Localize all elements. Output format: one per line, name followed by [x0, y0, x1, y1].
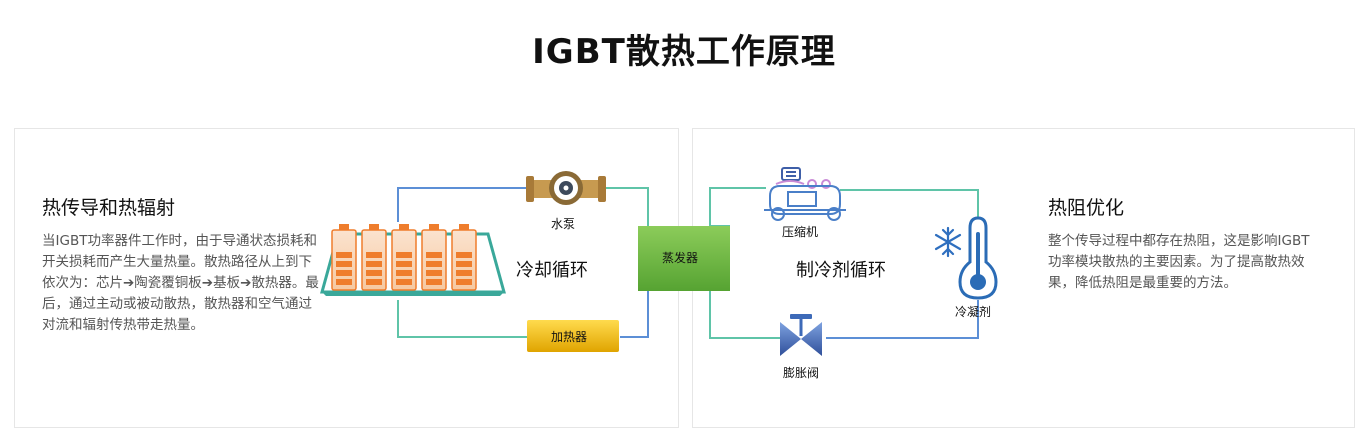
left-section-description: 当IGBT功率器件工作时，由于导通状态损耗和开关损耗而产生大量热量。散热路径从上… — [42, 233, 319, 333]
right-section-title: 热阻优化 — [1048, 197, 1125, 219]
left-section-title: 热传导和热辐射 — [42, 197, 176, 219]
evaporator-icon — [638, 226, 730, 291]
right-section-description: 整个传导过程中都存在热阻，这是影响IGBT功率模块散热的主要因素。为了提高散热效… — [1048, 233, 1310, 291]
battery-cell-icon — [331, 224, 357, 291]
battery-pack-icon — [320, 224, 506, 296]
cooling-loop-label: 冷却循环 — [516, 260, 588, 281]
page-title: IGBT散热工作原理 — [532, 32, 836, 72]
heater-icon — [527, 320, 619, 352]
battery-cell-icon — [391, 224, 417, 291]
heater-label: 加热器 — [551, 330, 588, 344]
right-panel — [692, 128, 1355, 428]
thermometer-icon — [958, 216, 998, 300]
battery-cell-icon — [421, 224, 447, 291]
expansion-valve-icon — [780, 314, 822, 356]
cooling-loop-pipes — [397, 187, 649, 338]
valve-label: 膨胀阀 — [783, 366, 820, 380]
battery-cell-icon — [451, 224, 477, 291]
snowflake-icon — [934, 226, 962, 258]
condenser-label: 冷凝剂 — [955, 305, 992, 319]
compressor-icon — [764, 167, 846, 221]
compressor-label: 压缩机 — [782, 225, 819, 239]
water-pump-icon — [526, 171, 606, 205]
battery-cell-icon — [361, 224, 387, 291]
evaporator-label: 蒸发器 — [662, 251, 699, 265]
water-pump-label: 水泵 — [551, 217, 576, 231]
refrigerant-loop-label: 制冷剂循环 — [796, 260, 886, 281]
